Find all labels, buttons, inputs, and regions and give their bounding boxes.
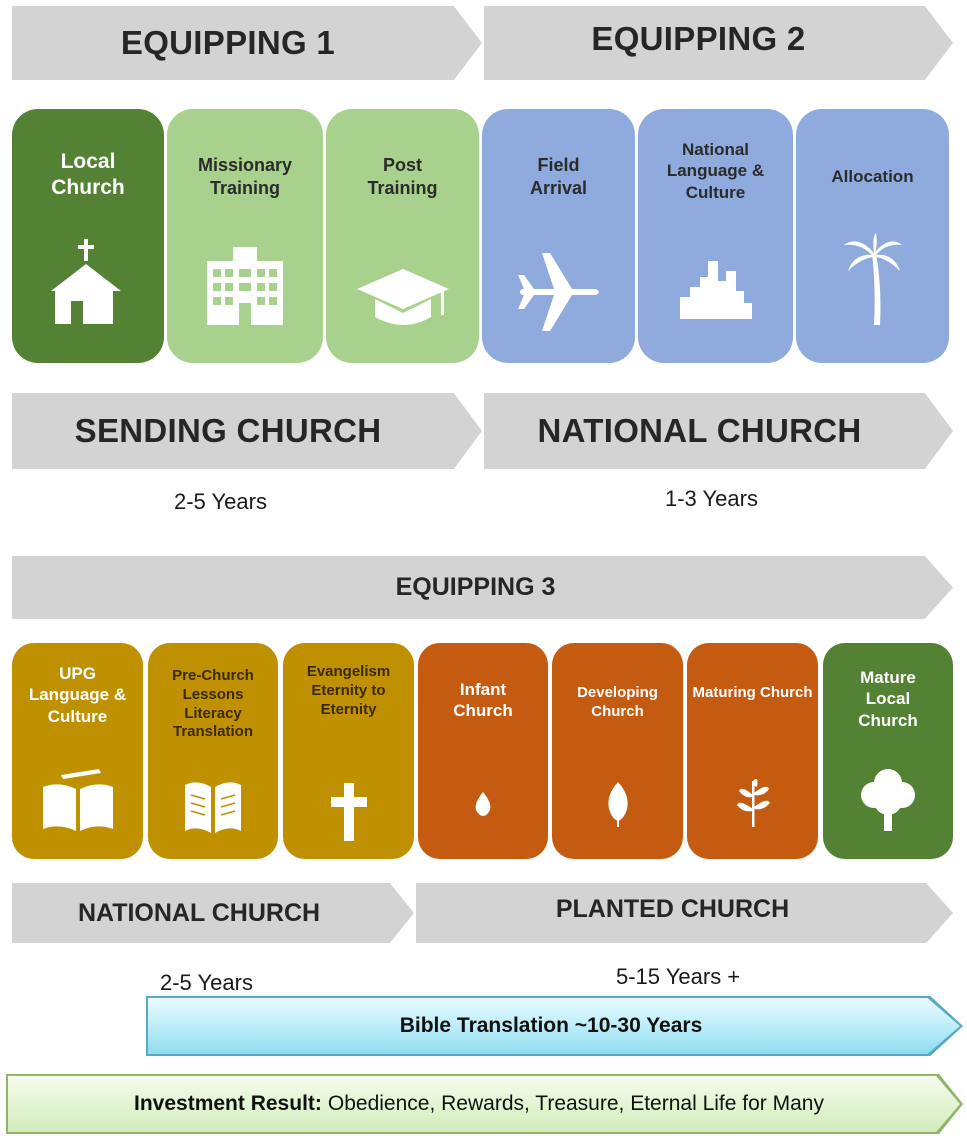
planted-church-label: PLANTED CHURCH: [555, 895, 790, 923]
leaf-icon: [552, 781, 683, 827]
national-church-arrow: NATIONAL CHURCH: [484, 393, 953, 469]
card-title: UPG Language & Culture: [28, 664, 127, 726]
equipping-3-label: EQUIPPING 3: [395, 573, 556, 601]
investment-result-banner: Investment Result: Obedience, Rewards, T…: [8, 1076, 960, 1132]
card-upg-language-culture: UPG Language & Culture: [12, 643, 143, 859]
sprout-icon: [687, 775, 818, 827]
graduation-cap-icon: [326, 267, 479, 329]
years-sending-church: 2-5 Years: [174, 489, 267, 514]
sending-church-arrow: SENDING CHURCH: [12, 393, 482, 469]
seed-icon: [418, 791, 548, 817]
card-title: Infant Church: [453, 680, 513, 721]
tree-icon: [823, 767, 953, 831]
national-church-label: NATIONAL CHURCH: [537, 412, 862, 449]
card-post-training: Post Training: [326, 109, 479, 363]
card-field-arrival: Field Arrival: [482, 109, 635, 363]
bible-translation-banner: Bible Translation ~10-30 Years: [148, 998, 960, 1054]
card-developing-church: Developing Church: [552, 643, 683, 859]
palm-tree-icon: [796, 233, 949, 325]
card-evangelism: Evangelism Eternity to Eternity: [283, 643, 414, 859]
card-title: National Language & Culture: [666, 140, 765, 202]
card-national-language-culture: National Language & Culture: [638, 109, 793, 363]
open-book-icon: [148, 779, 278, 835]
investment-result-label: Investment Result:: [134, 1092, 322, 1115]
cross-icon: [283, 783, 414, 841]
card-title: Local Church: [51, 150, 125, 200]
card-title: Evangelism Eternity to Eternity: [306, 663, 391, 718]
equipping-2-label: EQUIPPING 2: [591, 20, 806, 57]
years-planted-church: 5-15 Years +: [616, 964, 741, 989]
card-allocation: Allocation: [796, 109, 949, 363]
card-pre-church-lessons: Pre-Church Lessons Literacy Translation: [148, 643, 278, 859]
equipping-2-arrow: EQUIPPING 2: [484, 6, 953, 80]
open-book-pencil-icon: [12, 767, 143, 833]
card-title: Allocation: [831, 167, 914, 186]
card-missionary-training: Missionary Training: [167, 109, 323, 363]
card-title: Missionary Training: [197, 155, 293, 198]
airplane-icon: [482, 249, 635, 335]
card-title: Developing Church: [577, 684, 658, 720]
card-maturing-church: Maturing Church: [687, 643, 818, 859]
church-icon: [12, 239, 164, 329]
school-building-icon: [167, 247, 323, 325]
national-church-label-2: NATIONAL CHURCH: [77, 898, 321, 927]
investment-result-text: Obedience, Rewards, Treasure, Eternal Li…: [327, 1092, 824, 1115]
planted-church-arrow: PLANTED CHURCH: [416, 883, 953, 943]
equipping-1-arrow: EQUIPPING 1: [12, 6, 482, 80]
city-skyline-icon: [638, 261, 793, 319]
years-national-church-2: 2-5 Years: [160, 970, 253, 995]
card-local-church: Local Church: [12, 109, 164, 363]
equipping-3-arrow: EQUIPPING 3: [12, 556, 953, 619]
card-title: Mature Local Church: [858, 668, 918, 730]
equipping-1-label: EQUIPPING 1: [120, 24, 336, 61]
card-title: Maturing Church: [692, 684, 813, 701]
card-mature-local-church: Mature Local Church: [823, 643, 953, 859]
card-title: Pre-Church Lessons Literacy Translation: [172, 667, 254, 741]
years-national-church: 1-3 Years: [665, 486, 758, 511]
bible-translation-label: Bible Translation ~10-30 Years: [399, 1014, 703, 1037]
card-title: Post Training: [367, 155, 438, 198]
sending-church-label: SENDING CHURCH: [74, 412, 382, 449]
national-church-arrow-2: NATIONAL CHURCH: [12, 883, 414, 943]
card-title: Field Arrival: [529, 155, 588, 198]
card-infant-church: Infant Church: [418, 643, 548, 859]
